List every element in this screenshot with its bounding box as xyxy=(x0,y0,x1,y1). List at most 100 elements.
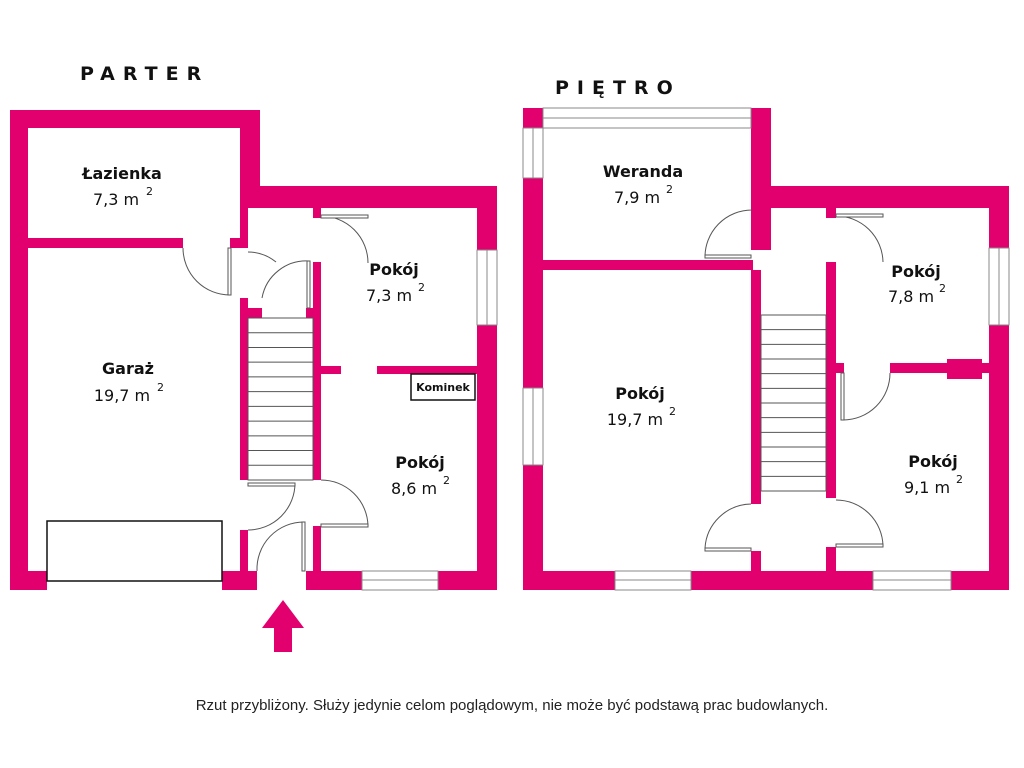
door-leaf xyxy=(320,523,369,528)
wall xyxy=(313,208,321,218)
wall xyxy=(543,260,753,270)
door-leaf xyxy=(247,482,296,487)
room-area: 8,6 m xyxy=(391,479,437,498)
room-pokoj-2: Pokój 8,6 m 2 xyxy=(391,453,450,498)
room-pokoj-5: Pokój 9,1 m 2 xyxy=(904,452,963,497)
room-name: Weranda xyxy=(603,162,683,181)
wall xyxy=(826,208,836,218)
wall xyxy=(523,178,543,590)
wall xyxy=(989,325,1009,590)
fireplace-box xyxy=(410,373,476,401)
door-arc xyxy=(704,209,753,259)
wall xyxy=(751,108,771,148)
wall xyxy=(240,530,248,571)
wall xyxy=(751,551,761,571)
wall xyxy=(230,238,248,248)
room-name: Pokój xyxy=(891,262,940,281)
door-leaf xyxy=(704,254,752,259)
room-pokoj-1: Pokój 7,3 m 2 xyxy=(366,260,425,305)
room-name: Łazienka xyxy=(81,164,162,183)
door-arc xyxy=(835,499,884,547)
wall xyxy=(989,186,1009,248)
door-arc xyxy=(704,503,752,549)
door-arc xyxy=(247,251,277,263)
room-area-sup: 2 xyxy=(157,381,164,394)
room-area: 7,8 m xyxy=(888,287,934,306)
floor-title-parter: PARTER xyxy=(80,63,209,85)
wall xyxy=(826,262,836,498)
wall xyxy=(947,359,982,379)
door-arc xyxy=(320,479,369,527)
door-arc xyxy=(247,482,296,531)
door-arc xyxy=(842,372,891,421)
wall xyxy=(28,238,183,248)
entrance-arrow-icon xyxy=(262,600,304,652)
door-arc xyxy=(182,247,231,296)
wall xyxy=(377,366,477,374)
room-pokoj-4: Pokój 7,8 m 2 xyxy=(888,262,946,306)
door-arc xyxy=(261,260,310,299)
wall xyxy=(10,571,47,590)
door-leaf xyxy=(227,247,232,296)
wall xyxy=(826,547,836,571)
room-area: 7,3 m xyxy=(366,286,412,305)
wall xyxy=(321,366,341,374)
wall xyxy=(477,186,497,590)
staircase-outline xyxy=(247,317,314,481)
fireplace-label: Kominek xyxy=(416,381,470,394)
room-name: Pokój xyxy=(395,453,444,472)
wall xyxy=(751,270,761,504)
wall xyxy=(890,363,989,373)
room-area-sup: 2 xyxy=(666,183,673,196)
room-name: Pokój xyxy=(908,452,957,471)
room-area: 19,7 m xyxy=(607,410,663,429)
wall xyxy=(691,571,873,590)
wall xyxy=(836,363,844,373)
room-garaz: Garaż 19,7 m 2 xyxy=(94,359,164,405)
wall xyxy=(751,148,771,250)
door-leaf xyxy=(835,213,884,218)
parter-walls xyxy=(10,110,497,590)
room-lazienka: Łazienka 7,3 m 2 xyxy=(81,164,162,209)
room-area: 19,7 m xyxy=(94,386,150,405)
wall xyxy=(313,526,321,571)
door-leaf xyxy=(306,260,311,309)
room-area-sup: 2 xyxy=(939,282,946,295)
room-area-sup: 2 xyxy=(443,474,450,487)
parter-doors xyxy=(182,214,369,572)
wall xyxy=(951,571,1009,590)
room-pokoj-3: Pokój 19,7 m 2 xyxy=(607,384,676,429)
wall xyxy=(248,308,262,318)
room-area: 7,3 m xyxy=(93,190,139,209)
door-arc xyxy=(256,521,305,572)
room-area: 7,9 m xyxy=(614,188,660,207)
garage-door xyxy=(46,520,223,582)
wall xyxy=(306,571,362,590)
wall xyxy=(222,571,257,590)
wall xyxy=(438,571,497,590)
room-area-sup: 2 xyxy=(146,185,153,198)
room-name: Pokój xyxy=(615,384,664,403)
door-leaf xyxy=(835,543,884,548)
wall xyxy=(240,298,248,480)
room-weranda: Weranda 7,9 m 2 xyxy=(603,162,683,207)
floor-title-pietro: PIĘTRO xyxy=(555,77,681,99)
wall xyxy=(240,208,248,248)
wall xyxy=(523,108,543,128)
door-arc xyxy=(320,215,369,264)
pietro-doors xyxy=(704,209,891,552)
room-area: 9,1 m xyxy=(904,478,950,497)
door-leaf xyxy=(840,372,845,421)
wall xyxy=(240,110,260,190)
door-leaf xyxy=(704,547,752,552)
wall xyxy=(240,186,497,208)
wall xyxy=(10,110,28,590)
door-leaf xyxy=(301,521,306,572)
wall xyxy=(313,262,321,480)
door-leaf xyxy=(320,214,369,219)
staircase xyxy=(760,314,827,492)
staircase xyxy=(247,317,314,481)
room-area-sup: 2 xyxy=(669,405,676,418)
disclaimer-text: Rzut przybliżony. Służy jedynie celom po… xyxy=(195,697,829,714)
